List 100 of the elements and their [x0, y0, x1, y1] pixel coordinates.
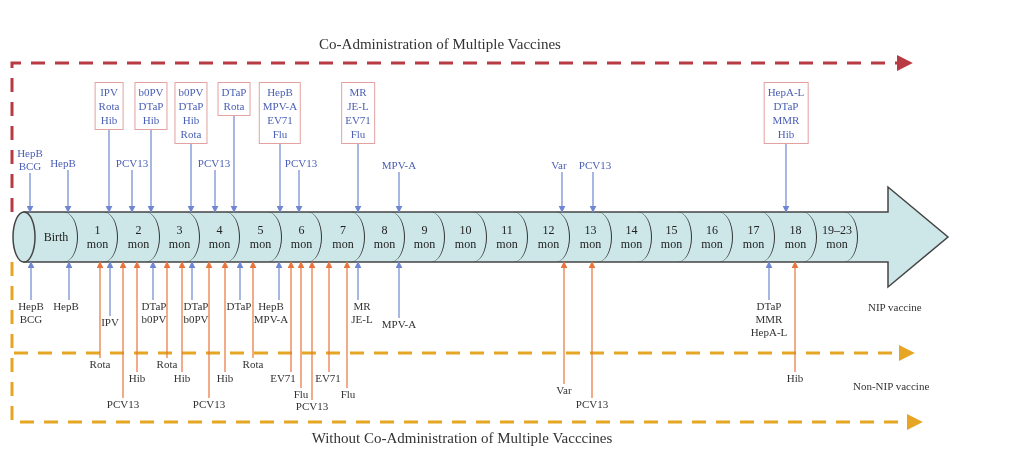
vaccine-box: b0PV DTaP Hib	[134, 82, 168, 130]
vaccine-label: EV71	[270, 372, 296, 385]
vaccine-label: Hib	[786, 372, 804, 385]
arrow	[558, 171, 566, 213]
vaccine-label: EV71	[315, 372, 341, 385]
vaccine-label: PCV13	[575, 398, 609, 411]
vaccine-label: IPV	[101, 316, 119, 329]
vaccine-label: HepB BCG	[18, 300, 44, 326]
arrow	[236, 261, 244, 301]
timeline-segment: 10 mon	[445, 212, 487, 262]
timeline-segment: 2 mon	[118, 212, 160, 262]
arrow	[221, 261, 229, 373]
vaccine-label: PCV13	[192, 398, 226, 411]
vaccine-label: PCV13	[115, 157, 149, 170]
vaccine-label: PCV13	[578, 159, 612, 172]
vaccine-label: HepB	[53, 300, 79, 313]
arrow	[133, 261, 141, 373]
zone-label: Non-NIP vaccine	[853, 380, 930, 392]
timeline-segment: 5 mon	[240, 212, 282, 262]
vaccine-label: Rota	[242, 358, 264, 371]
arrow	[147, 129, 155, 213]
timeline-segment: 8 mon	[365, 212, 405, 262]
vaccine-label: HepB BCG	[17, 147, 43, 173]
timeline-segment: 7 mon	[322, 212, 365, 262]
arrow	[308, 261, 316, 401]
vaccine-label: DTaP b0PV	[183, 300, 209, 326]
arrow	[249, 261, 257, 359]
arrow	[354, 143, 362, 213]
vaccine-box: b0PV DTaP Hib Rota	[174, 82, 208, 144]
arrow	[560, 261, 568, 385]
vaccine-label: DTaP b0PV	[141, 300, 167, 326]
arrow	[275, 261, 283, 301]
vaccine-label: HepB MPV-A	[253, 300, 289, 326]
vaccine-label: MPV-A	[381, 159, 417, 172]
arrow	[354, 261, 362, 301]
arrow	[128, 169, 136, 213]
arrow	[325, 261, 333, 373]
arrow	[188, 261, 196, 301]
timeline-segment: 19–23 mon	[817, 212, 858, 262]
vaccine-label: Var	[556, 384, 572, 397]
arrow	[589, 171, 597, 213]
arrow	[105, 129, 113, 213]
arrow	[782, 143, 790, 213]
arrow	[119, 261, 127, 399]
timeline-segment: 17 mon	[733, 212, 775, 262]
timeline-segment: 9 mon	[405, 212, 445, 262]
timeline-segment: 15 mon	[652, 212, 692, 262]
arrow	[106, 261, 114, 317]
timeline-segment: 11 mon	[487, 212, 528, 262]
arrow	[276, 143, 284, 213]
arrow	[205, 261, 213, 399]
timeline-segment: 4 mon	[200, 212, 240, 262]
vaccine-label: HepB	[50, 157, 76, 170]
vaccine-box: HepB MPV-A EV71 Flu	[258, 82, 302, 144]
vaccine-box: HepA-L DTaP MMR Hib	[763, 82, 809, 144]
arrow	[96, 261, 104, 359]
arrow	[211, 169, 219, 213]
vaccine-label: Hib	[216, 372, 234, 385]
vaccine-label: PCV13	[197, 157, 231, 170]
vaccine-label: Flu	[293, 388, 309, 401]
vaccine-label: PCV13	[284, 157, 318, 170]
vaccine-label: Rota	[89, 358, 111, 371]
vaccine-label: Flu	[340, 388, 356, 401]
vaccine-label: MR JE-L	[351, 300, 373, 326]
timeline-segment: 14 mon	[612, 212, 652, 262]
vaccine-label: Hib	[128, 372, 146, 385]
arrow	[343, 261, 351, 389]
arrow	[187, 143, 195, 213]
timeline-segment: 16 mon	[692, 212, 733, 262]
timeline-segment: 18 mon	[775, 212, 817, 262]
vaccine-label: MPV-A	[381, 318, 417, 331]
vaccine-label: DTaP	[226, 300, 252, 313]
arrow	[295, 169, 303, 213]
arrow	[27, 261, 35, 301]
arrow	[178, 261, 186, 373]
arrow	[791, 261, 799, 373]
arrow	[287, 261, 295, 373]
vaccine-label: Hib	[173, 372, 191, 385]
section-title: Without Co-Administration of Multiple Vacccines	[311, 430, 613, 447]
zone-label: NIP vaccine	[868, 301, 922, 313]
vaccine-box: MR JE-L EV71 Flu	[341, 82, 375, 144]
timeline-segment: 12 mon	[528, 212, 570, 262]
vaccine-label: Var	[551, 159, 567, 172]
arrow	[230, 115, 238, 213]
timeline-segment: 3 mon	[160, 212, 200, 262]
timeline-segment: 6 mon	[282, 212, 322, 262]
arrow	[588, 261, 596, 399]
timeline-segment: Birth	[35, 212, 78, 262]
arrow	[65, 261, 73, 301]
arrow	[765, 261, 773, 301]
arrow	[26, 172, 34, 213]
vaccine-box: DTaP Rota	[217, 82, 251, 116]
arrow	[395, 171, 403, 213]
arrow	[64, 169, 72, 213]
vaccine-label: PCV13	[295, 400, 329, 413]
vaccine-label: DTaP MMR HepA-L	[750, 300, 788, 339]
vaccine-label: Rota	[156, 358, 178, 371]
section-title: Co-Administration of Multiple Vaccines	[319, 36, 561, 53]
vaccine-label: PCV13	[106, 398, 140, 411]
arrow	[395, 261, 403, 319]
